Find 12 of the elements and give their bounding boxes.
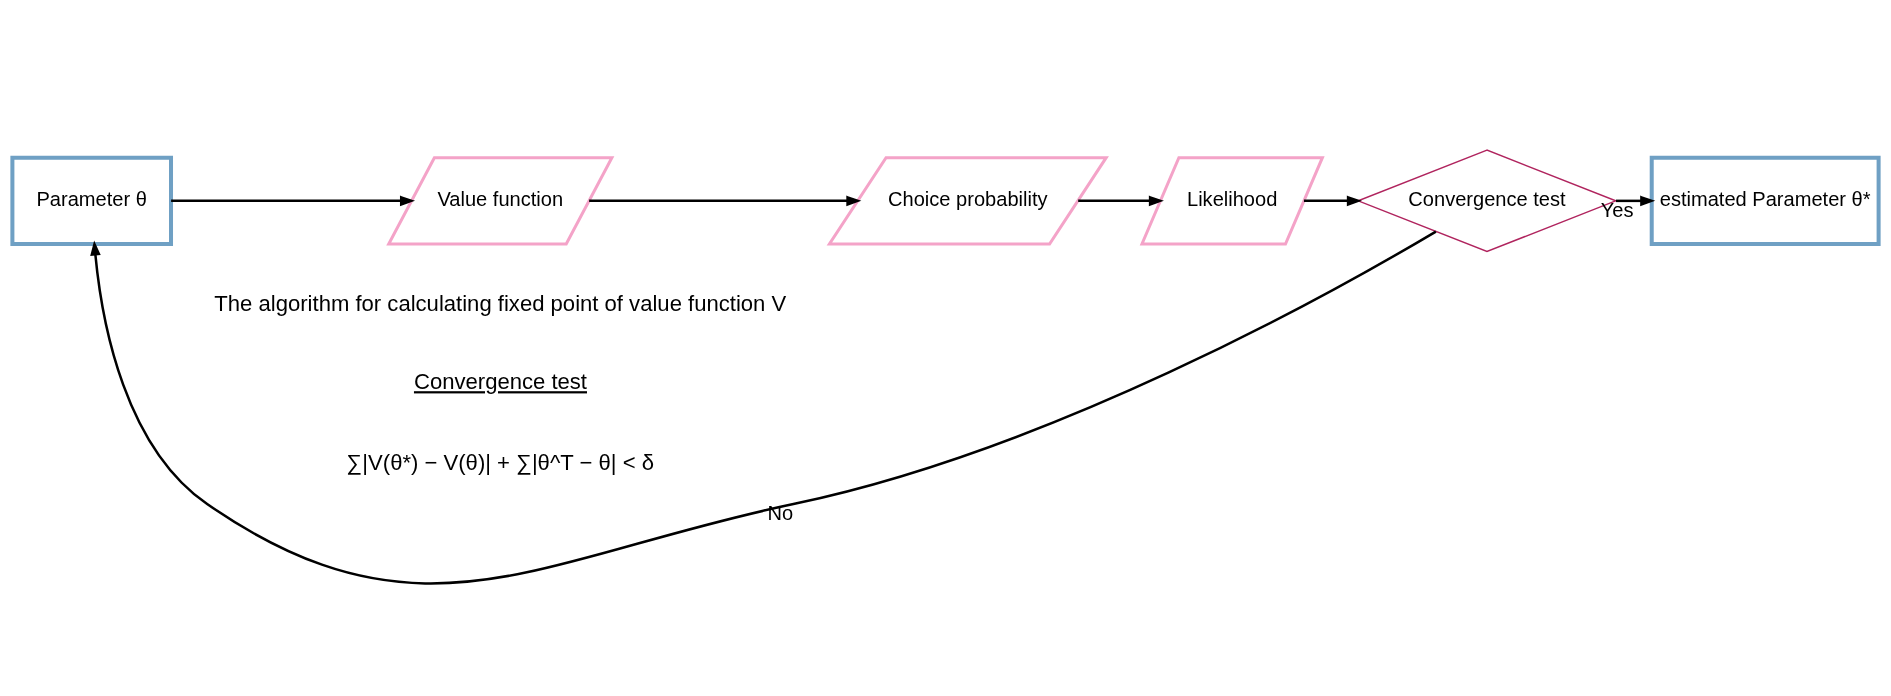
- arrow: [171, 195, 416, 206]
- node-box: estimated Parameter θ*: [1649, 155, 1881, 246]
- arrow: [1078, 195, 1164, 206]
- arrow: [1303, 195, 1362, 206]
- node-box: Parameter θ: [10, 155, 173, 246]
- arrow: [1615, 195, 1656, 206]
- label: ∑|V(θ*) − V(θ)| + ∑|θ^T − θ| < δ: [346, 449, 654, 475]
- label: The algorithm for calculating fixed point of value function V: [214, 290, 787, 316]
- arrow: [90, 229, 1437, 584]
- arrow: [589, 195, 862, 206]
- edge-label: Yes: [1600, 198, 1634, 221]
- label: Convergence test: [413, 368, 588, 394]
